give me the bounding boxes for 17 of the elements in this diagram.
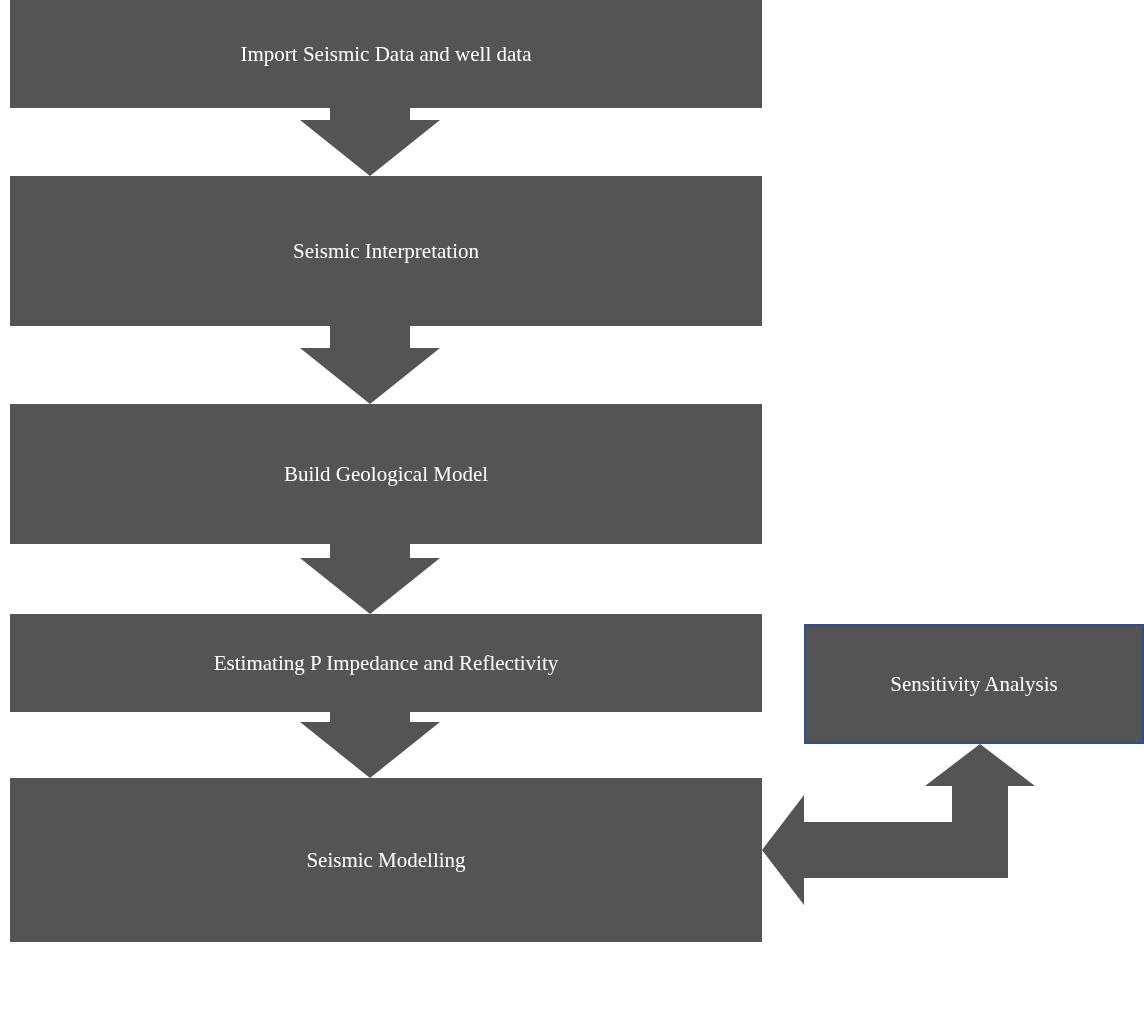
block-arrow [300, 712, 440, 778]
box-label: Seismic Modelling [305, 847, 467, 873]
box-label: Build Geological Model [282, 461, 490, 487]
block-arrow [300, 108, 440, 176]
block-arrow [300, 544, 440, 614]
box-label: Import Seismic Data and well data [239, 41, 533, 67]
process-box [10, 176, 762, 326]
process-box [804, 624, 1144, 744]
block-arrow [300, 326, 440, 404]
block-arrow [762, 744, 1035, 905]
box-label: Sensitivity Analysis [889, 671, 1059, 697]
process-box [10, 404, 762, 544]
process-box [10, 0, 762, 108]
process-box [10, 614, 762, 712]
process-box [10, 778, 762, 942]
box-label: Estimating P Impedance and Reflectivity [212, 650, 560, 676]
box-label: Seismic Interpretation [292, 238, 480, 264]
